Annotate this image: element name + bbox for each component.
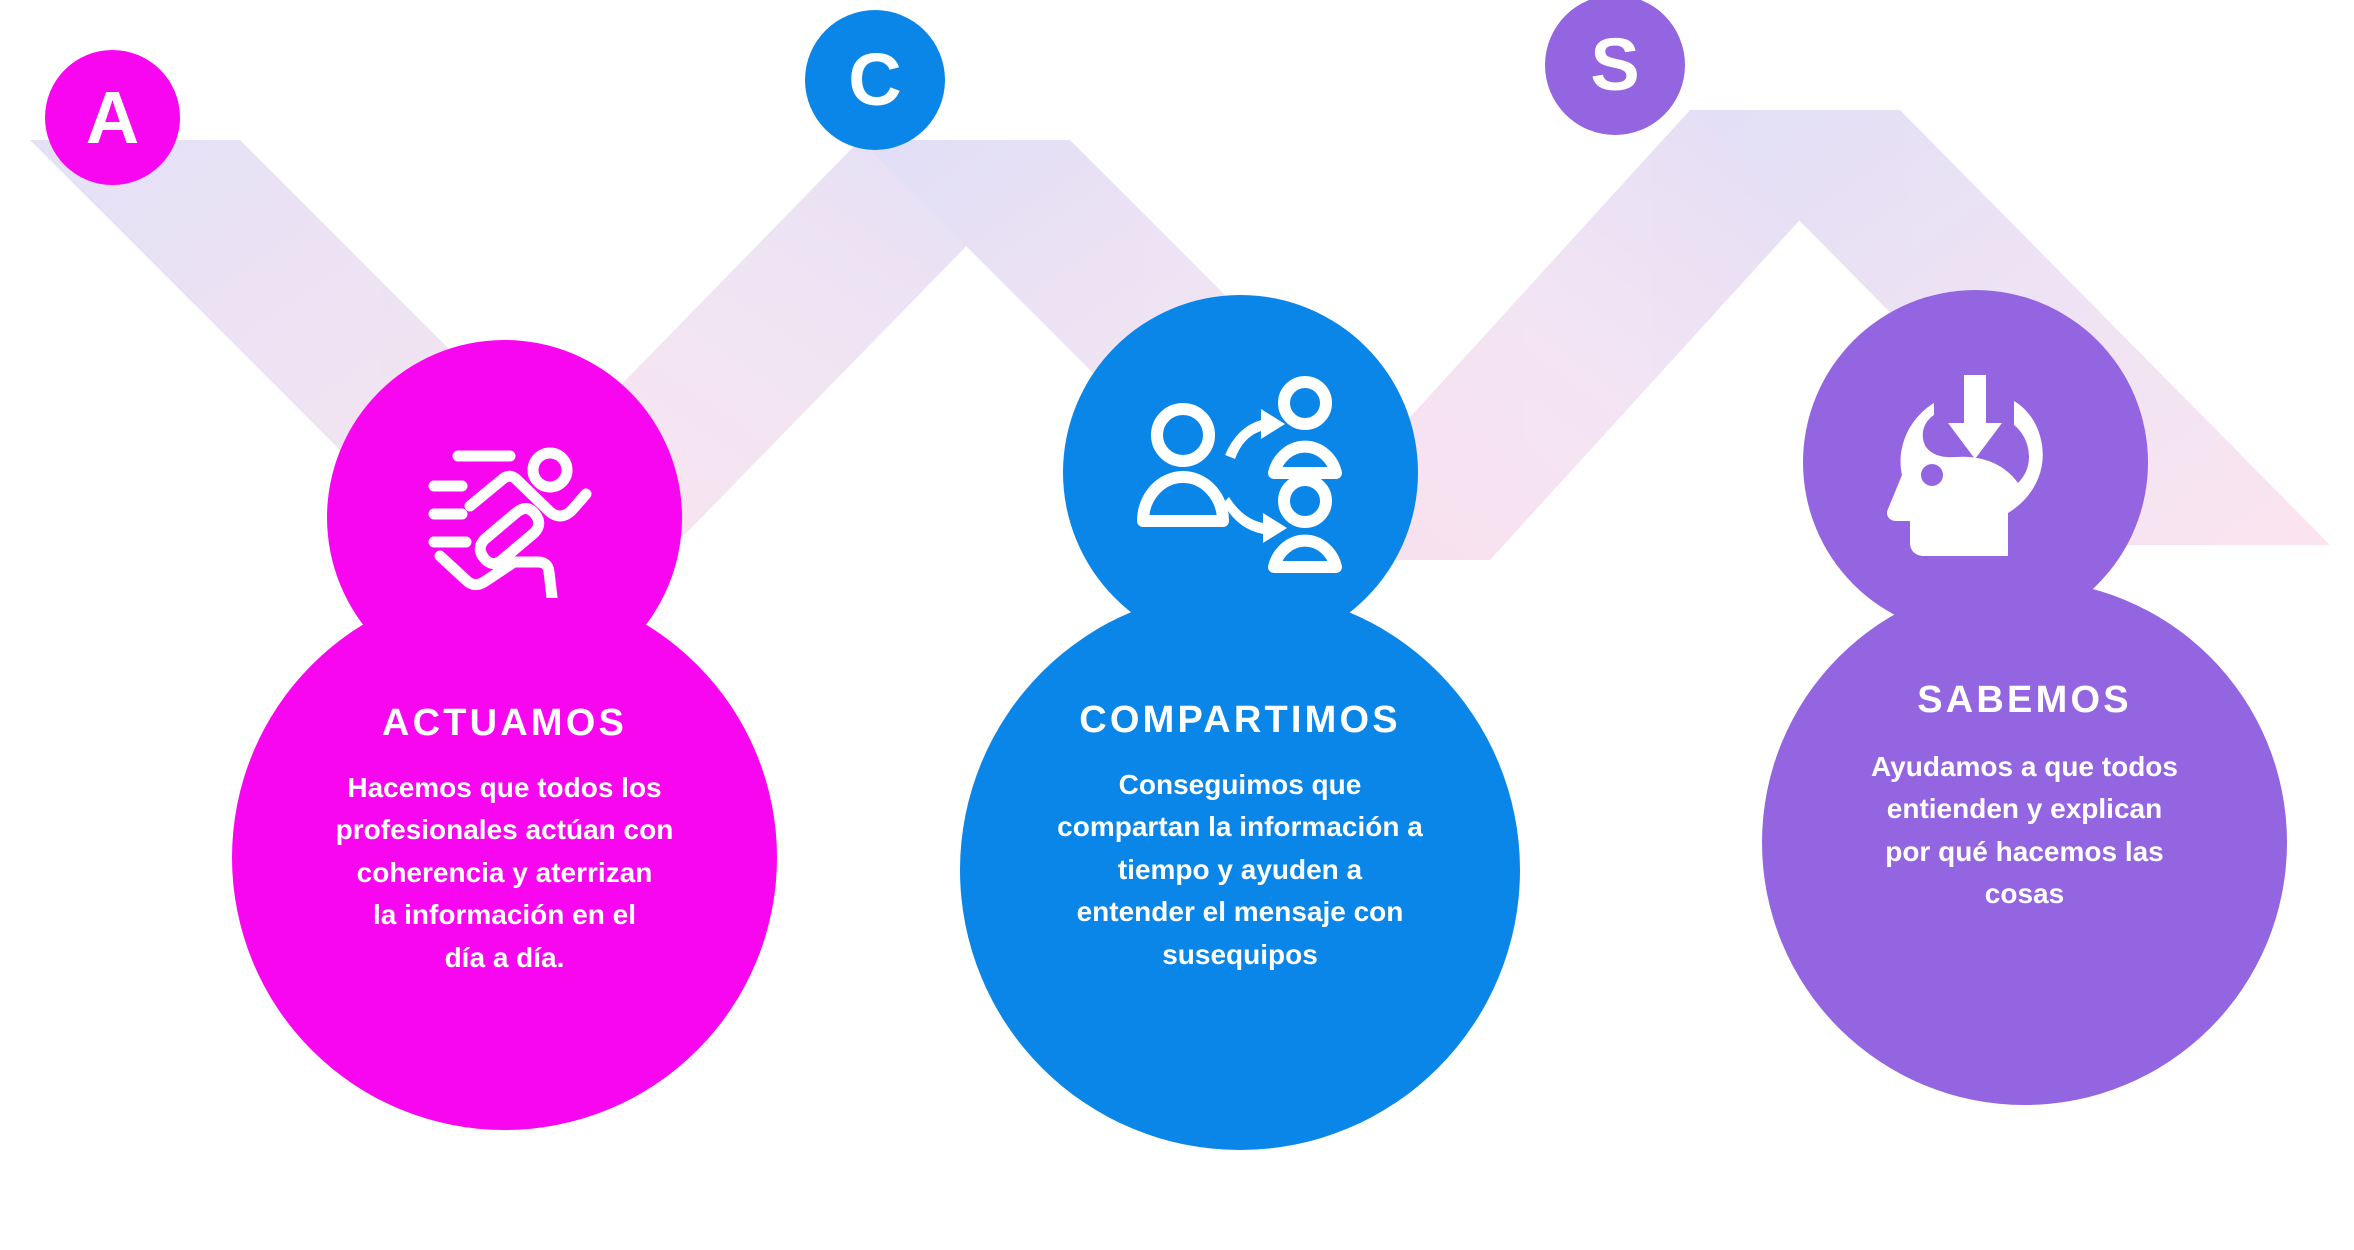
card-title-sabemos: SABEMOS	[1917, 679, 2132, 721]
card-title-compartimos: COMPARTIMOS	[1079, 699, 1401, 741]
card-body-actuamos: Hacemos que todos los profesionales actú…	[335, 771, 674, 973]
badge-letter-c: C	[848, 38, 902, 121]
text-circle-compartimos: COMPARTIMOS Conseguimos que compartan la…	[960, 590, 1520, 1150]
icon-circle-sabemos	[1803, 290, 2148, 635]
card-title-actuamos: ACTUAMOS	[381, 702, 628, 744]
text-circle-sabemos: SABEMOS Ayudamos a que todos entienden y…	[1762, 580, 2287, 1105]
badge-letter-s: S	[1590, 23, 1640, 106]
card-body-sabemos: Ayudamos a que todos entienden y explica…	[1870, 750, 2178, 910]
card-body-compartimos: Conseguimos que compartan la información…	[1057, 768, 1423, 970]
head-knowledge-download-icon	[1886, 374, 2043, 556]
badge-circle-c[interactable]: C	[805, 10, 945, 150]
badge-circle-s[interactable]: S	[1545, 0, 1685, 135]
